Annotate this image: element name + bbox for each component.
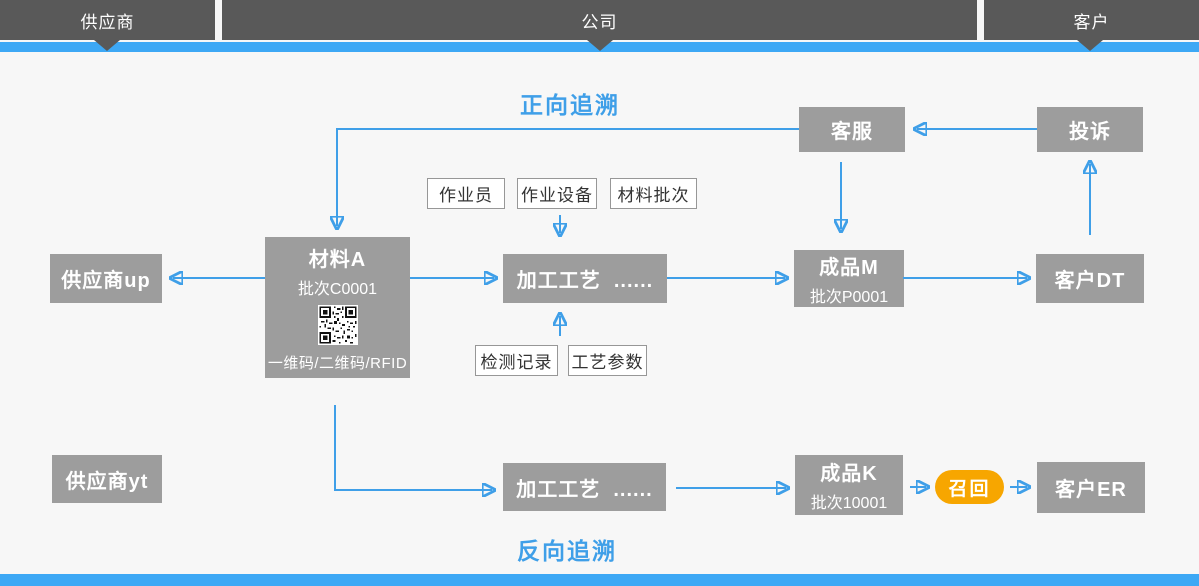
node-material-a: 材料A 批次C0001: [265, 237, 410, 378]
lane-company: 公司: [222, 0, 977, 40]
node-product-m-title: 成品M: [819, 256, 879, 279]
node-product-m: 成品M 批次P0001: [794, 250, 904, 307]
node-customer-service: 客服: [799, 107, 905, 152]
node-material-a-title: 材料A: [308, 248, 367, 271]
node-product-k: 成品K 批次10001: [795, 455, 903, 515]
node-process-2: 加工工艺 ......: [503, 463, 666, 511]
node-customer-dt-label: 客户DT: [1054, 270, 1126, 292]
recall-badge: 召回: [935, 470, 1004, 504]
node-material-a-codes: 一维码/二维码/RFID: [267, 354, 408, 372]
tag-inspection-record: 检测记录: [475, 345, 558, 376]
recall-badge-label: 召回: [948, 478, 991, 500]
bottom-accent-bar: [0, 574, 1199, 586]
tag-equipment: 作业设备: [517, 178, 597, 209]
qr-code-icon: [317, 304, 358, 345]
lane-company-label: 公司: [581, 12, 618, 32]
node-supplier-yt-label: 供应商yt: [65, 470, 149, 493]
node-process-2-label: 加工工艺 ......: [516, 478, 653, 501]
node-supplier-up-label: 供应商up: [61, 270, 151, 292]
node-customer-er: 客户ER: [1037, 462, 1145, 513]
forward-trace-title: 正向追溯: [520, 92, 620, 118]
arrow-material-to-process-2: [334, 405, 492, 490]
lane-supplier-label: 供应商: [80, 12, 135, 32]
tag-process-params: 工艺参数: [568, 345, 647, 376]
node-supplier-yt: 供应商yt: [52, 455, 162, 503]
lane-supplier-pointer-icon: [94, 40, 120, 51]
node-customer-er-label: 客户ER: [1055, 479, 1127, 501]
node-customer-service-label: 客服: [831, 121, 873, 143]
node-process-1: 加工工艺 ......: [503, 254, 667, 303]
node-material-a-batch: 批次C0001: [297, 280, 378, 298]
tag-material-batch-label: 材料批次: [617, 186, 690, 205]
node-product-k-title: 成品K: [820, 463, 878, 485]
arrow-service-to-material: [337, 128, 799, 226]
tag-operator: 作业员: [427, 178, 505, 209]
node-process-1-label: 加工工艺 ......: [516, 270, 654, 292]
node-customer-dt: 客户DT: [1036, 254, 1144, 303]
backward-trace-title: 反向追溯: [517, 538, 617, 564]
node-product-m-batch: 批次P0001: [809, 288, 889, 306]
tag-material-batch: 材料批次: [610, 178, 697, 209]
lane-customer-label: 客户: [1073, 12, 1110, 32]
node-supplier-up: 供应商up: [50, 254, 162, 303]
tag-operator-label: 作业员: [439, 186, 493, 205]
lane-supplier: 供应商: [0, 0, 215, 40]
lane-company-pointer-icon: [587, 40, 613, 51]
tag-inspection-record-label: 检测记录: [480, 353, 553, 372]
lane-customer-pointer-icon: [1077, 40, 1103, 51]
node-complaint-label: 投诉: [1069, 121, 1111, 143]
tag-equipment-label: 作业设备: [521, 186, 593, 205]
node-complaint: 投诉: [1037, 107, 1143, 152]
tag-process-params-label: 工艺参数: [571, 353, 644, 372]
lane-customer: 客户: [984, 0, 1199, 40]
node-product-k-batch: 批次10001: [810, 495, 888, 512]
